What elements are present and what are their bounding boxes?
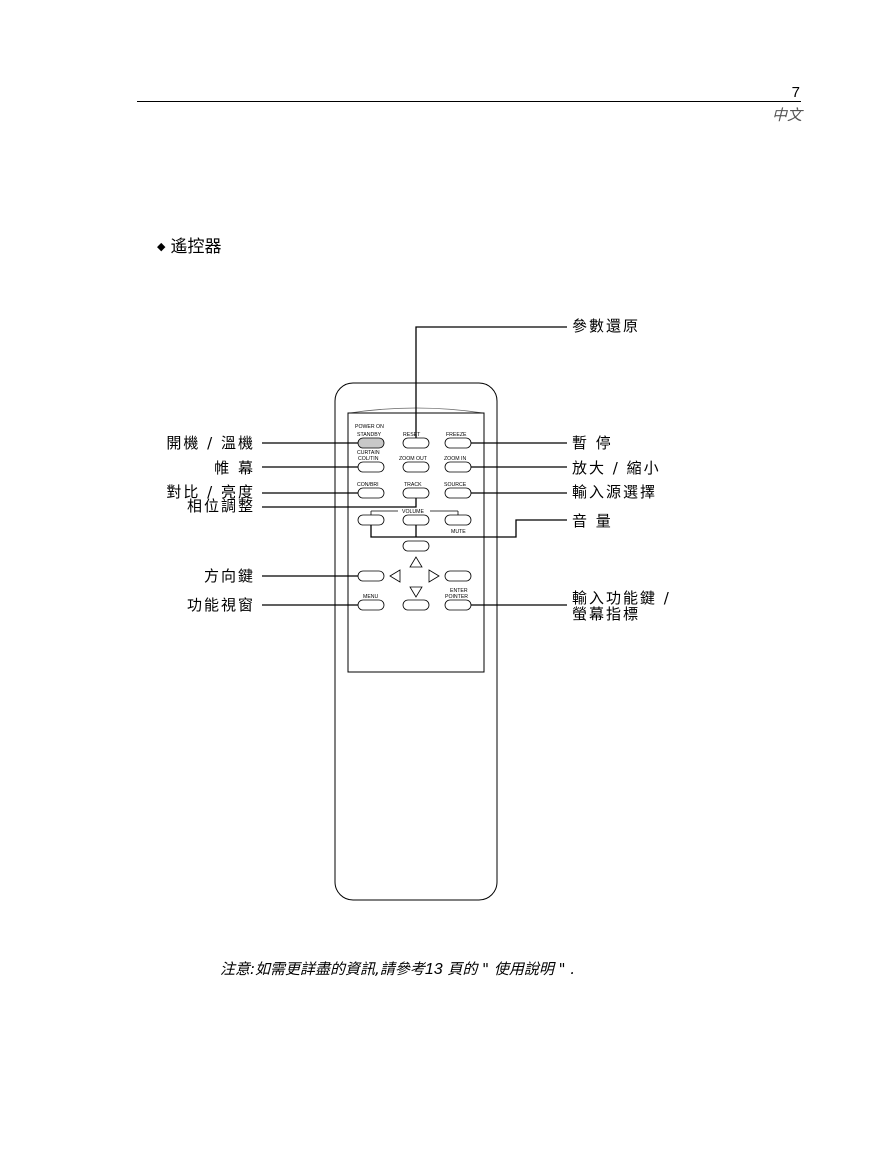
con-bri-label: CON/BRI <box>357 482 379 488</box>
callout-curtain: 帷 幕 <box>214 459 255 477</box>
source-button[interactable] <box>444 487 472 499</box>
down-arrow-button[interactable] <box>402 599 430 611</box>
callout-zoom: 放大 / 縮小 <box>572 459 661 477</box>
callout-contrast: 對比 / 亮度 <box>166 483 255 501</box>
left-triangle-icon <box>389 569 401 583</box>
volume-label: VOLUME <box>402 509 424 515</box>
page-number: 7 <box>791 84 800 101</box>
track-label: TRACK <box>404 482 422 488</box>
right-triangle-icon <box>428 569 440 583</box>
callout-leader-lines <box>262 326 567 606</box>
curtain-button[interactable] <box>357 461 385 473</box>
callout-menu: 功能視窗 <box>186 596 255 614</box>
zoom-out-button[interactable] <box>402 461 430 473</box>
callout-enter-line1: 輸入功能鍵 / <box>572 589 671 607</box>
reset-leader-line <box>415 326 567 438</box>
up-arrow-button[interactable] <box>402 540 430 552</box>
con-bri-button[interactable] <box>357 487 385 499</box>
power-on-label: POWER ON <box>355 424 384 430</box>
up-triangle-icon <box>409 556 423 568</box>
footnote: 注意:如需更詳盡的資訊,請參考13 頁的 " 使用說明 " . <box>220 958 575 979</box>
volume-up-button[interactable] <box>402 514 430 526</box>
freeze-label: FREEZE <box>446 432 467 438</box>
language-tab: 中文 <box>771 106 802 124</box>
enter-label: ENTER <box>450 588 468 594</box>
section-title: ◆ 遙控器 <box>157 232 221 257</box>
pointer-label: POINTER <box>445 594 468 600</box>
left-arrow-button[interactable] <box>357 570 385 582</box>
volume-down-button[interactable] <box>357 514 385 526</box>
mute-button[interactable] <box>444 514 472 526</box>
section-title-text: 遙控器 <box>170 237 222 257</box>
down-triangle-icon <box>409 586 423 598</box>
callout-phase: 相位調整 <box>186 497 255 515</box>
standby-button[interactable] <box>357 437 385 449</box>
callout-source: 輸入源選擇 <box>572 483 658 501</box>
callout-freeze: 暫 停 <box>572 434 613 452</box>
source-label: SOURCE <box>444 482 467 488</box>
zoom-in-label: ZOOM IN <box>444 456 466 462</box>
phase-leader-line <box>262 498 417 508</box>
menu-label: MENU <box>363 594 379 600</box>
freeze-button[interactable] <box>444 437 472 449</box>
zoom-out-label: ZOOM OUT <box>399 456 428 462</box>
footnote-text-before: 注意:如需更詳盡的資訊,請參考 <box>220 960 425 978</box>
reset-label: RESET <box>403 432 421 438</box>
mute-label: MUTE <box>451 529 466 535</box>
callout-power: 開機 / 溫機 <box>166 434 255 452</box>
callout-volume: 音 量 <box>572 512 613 530</box>
callout-enter-line2: 螢幕指標 <box>572 605 641 623</box>
header-rule <box>137 101 801 102</box>
volume-leader-line <box>370 519 567 538</box>
standby-label: STANDBY <box>357 432 382 438</box>
footnote-page-ref: 13 <box>424 961 443 978</box>
callout-reset: 參數還原 <box>572 317 641 335</box>
callout-enter: 輸入功能鍵 / 螢幕指標 <box>572 590 671 622</box>
reset-button[interactable] <box>402 437 430 449</box>
diamond-bullet-icon: ◆ <box>157 240 166 253</box>
curtain-label: CURTAIN <box>357 450 380 456</box>
right-arrow-button[interactable] <box>444 570 472 582</box>
col-tin-label: COL/TIN <box>358 456 379 462</box>
zoom-in-button[interactable] <box>444 461 472 473</box>
callout-direction: 方向鍵 <box>203 567 255 585</box>
footnote-text-after: 頁的 " 使用說明 " . <box>442 960 576 978</box>
enter-pointer-button[interactable] <box>444 599 472 611</box>
menu-button[interactable] <box>357 599 385 611</box>
track-button[interactable] <box>402 487 430 499</box>
